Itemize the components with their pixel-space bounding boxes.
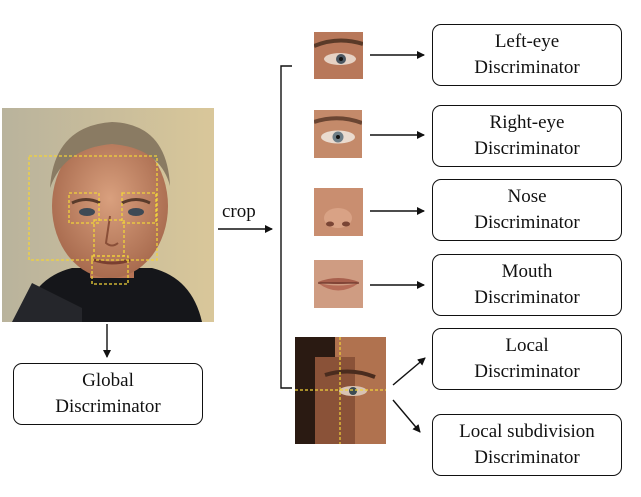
nose-discriminator-box: Nose Discriminator	[432, 179, 622, 241]
local-subdivision-arrow	[392, 399, 421, 433]
nose-line1: Nose	[507, 186, 547, 207]
right-eye-line2: Discriminator	[474, 138, 580, 159]
global-line2: Discriminator	[55, 396, 161, 417]
global-discriminator-box: Global Discriminator	[13, 363, 203, 425]
face-photo	[2, 108, 214, 322]
left-eye-line1: Left-eye	[494, 31, 560, 52]
mouth-discriminator-box: Mouth Discriminator	[432, 254, 622, 316]
mouth-crop	[314, 260, 363, 308]
left-eye-crop	[314, 32, 363, 79]
mouth-line1: Mouth	[501, 261, 553, 282]
nose-line2: Discriminator	[474, 212, 580, 233]
local-crop	[295, 337, 386, 444]
local-discriminator-box: Local Discriminator	[432, 328, 622, 390]
mouth-line2: Discriminator	[474, 287, 580, 308]
local-subdivision-discriminator-box: Local subdivision Discriminator	[432, 414, 622, 476]
crop-bracket	[280, 65, 292, 389]
left-eye-discriminator-box: Left-eye Discriminator	[432, 24, 622, 86]
left-eye-line2: Discriminator	[474, 57, 580, 78]
crop-label: crop	[222, 201, 256, 222]
local-subdivision-line2: Discriminator	[474, 447, 580, 468]
local-line2: Discriminator	[474, 361, 580, 382]
global-line1: Global	[82, 370, 134, 391]
right-eye-line1: Right-eye	[489, 112, 565, 133]
local-line1: Local	[505, 335, 549, 356]
right-eye-crop	[314, 110, 362, 158]
local-subdivision-line1: Local subdivision	[459, 421, 595, 442]
nose-crop	[314, 188, 363, 236]
local-arrow	[392, 357, 426, 386]
right-eye-discriminator-box: Right-eye Discriminator	[432, 105, 622, 167]
